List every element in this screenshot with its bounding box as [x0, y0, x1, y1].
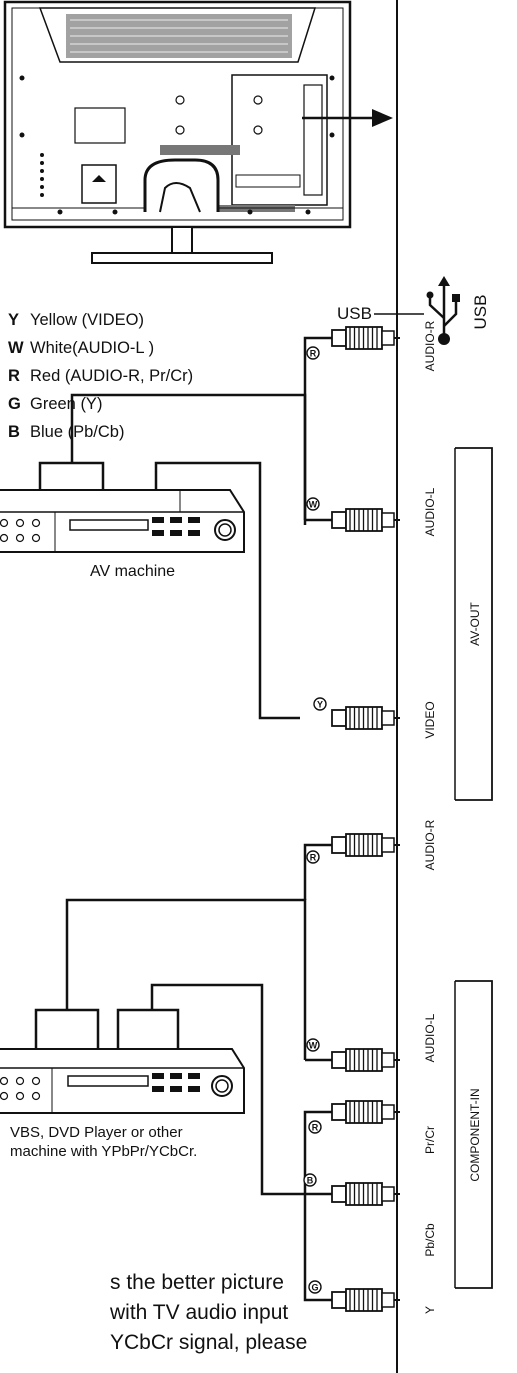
instruction-line: s the better picture: [110, 1271, 284, 1294]
legend-code: R: [8, 367, 20, 385]
legend-code: G: [8, 395, 21, 413]
av-plug-mark: Y: [313, 697, 327, 711]
svg-text:R: R: [310, 349, 317, 359]
port-label: Pb/Cb: [423, 1223, 437, 1257]
rca-plug: [331, 706, 400, 730]
legend-row: Y Yellow (VIDEO): [8, 306, 193, 334]
component-plug-mark: R: [308, 1120, 322, 1134]
plug-marks: R W Y R W R B G: [303, 346, 327, 1294]
av-plug-mark: W: [306, 497, 320, 511]
av-out-box: [455, 447, 493, 801]
svg-text:Y: Y: [317, 700, 323, 710]
rca-plug: [331, 326, 400, 350]
component-device-caption-1: VBS, DVD Player or other: [10, 1124, 183, 1141]
svg-text:B: B: [307, 1176, 314, 1186]
port-label: Pr/Cr: [423, 1126, 437, 1154]
tv-rear-view: [3, 0, 352, 264]
legend-text: Yellow (VIDEO): [30, 311, 145, 329]
av-machine-device: [0, 461, 300, 720]
usb-label: USB: [337, 304, 372, 323]
rca-plug: [331, 1182, 400, 1206]
component-plug-mark: G: [308, 1280, 322, 1294]
legend-row: B Blue (Pb/Cb): [8, 418, 193, 446]
rca-plugs: [331, 326, 400, 1312]
legend-text: White(AUDIO-L ): [30, 339, 155, 357]
component-plug-mark: B: [303, 1173, 317, 1187]
svg-text:R: R: [312, 1123, 319, 1133]
component-device: [0, 1008, 245, 1114]
instruction-line: YCbCr signal, please: [110, 1331, 308, 1354]
usb-port-text: USB: [471, 295, 490, 330]
legend-row: W White(AUDIO-L ): [8, 334, 193, 362]
legend-code: B: [8, 423, 20, 441]
component-in-box: [455, 980, 493, 1289]
instruction-text: s the better picture with TV audio input…: [110, 1268, 307, 1358]
rca-plug: [331, 1288, 400, 1312]
pointer-arrow-head: [372, 109, 393, 127]
port-label: AUDIO-L: [423, 1013, 437, 1062]
svg-text:W: W: [309, 500, 318, 510]
av-plug-mark: R: [306, 346, 320, 360]
legend-text: Green (Y): [30, 395, 103, 413]
component-in-group-label: COMPONENT-IN: [468, 1088, 482, 1181]
component-plug-mark: W: [306, 1038, 320, 1052]
rca-plug: [331, 1100, 400, 1124]
svg-text:G: G: [311, 1283, 318, 1293]
svg-text:W: W: [309, 1041, 318, 1051]
legend-row: R Red (AUDIO-R, Pr/Cr): [8, 362, 193, 390]
legend-code: Y: [8, 311, 20, 329]
legend-row: G Green (Y): [8, 390, 193, 418]
rca-plug: [331, 1048, 400, 1072]
legend-code: W: [8, 339, 24, 357]
color-legend: Y Yellow (VIDEO) W White(AUDIO-L ) R Red (A…: [8, 306, 193, 446]
port-label: AUDIO-R: [423, 320, 437, 371]
legend-text: Red (AUDIO-R, Pr/Cr): [30, 367, 194, 385]
av-out-group-label: AV-OUT: [468, 601, 482, 645]
port-labels: AUDIO-R AUDIO-L VIDEO AUDIO-R AUDIO-L Pr/CrPb…: [423, 320, 437, 1314]
port-label: AUDIO-R: [423, 819, 437, 870]
component-device-caption-2: machine with YPbPr/YCbCr.: [10, 1143, 198, 1160]
port-label: AUDIO-L: [423, 487, 437, 536]
rca-plug: [331, 833, 400, 857]
component-plug-mark: R: [306, 850, 320, 864]
port-label: VIDEO: [423, 701, 437, 738]
instruction-line: with TV audio input: [110, 1301, 289, 1324]
usb-icon: [426, 276, 460, 345]
rca-plug: [331, 508, 400, 532]
port-label: Y: [423, 1306, 437, 1314]
legend-text: Blue (Pb/Cb): [30, 423, 125, 441]
svg-text:R: R: [310, 853, 317, 863]
av-machine-caption: AV machine: [90, 563, 176, 580]
